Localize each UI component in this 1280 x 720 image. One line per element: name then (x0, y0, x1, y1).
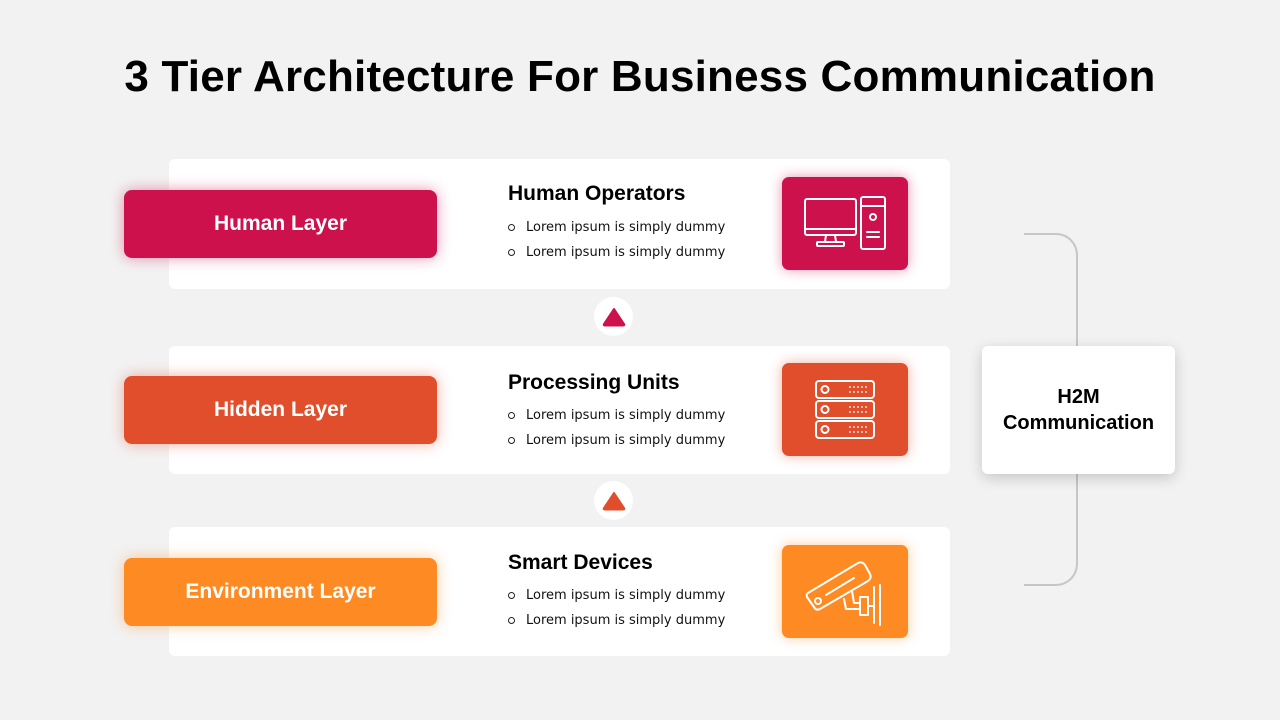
page-title: 3 Tier Architecture For Business Communi… (124, 52, 1156, 101)
layer-label-hidden: Hidden Layer (124, 376, 437, 444)
tier-heading: Human Operators (508, 182, 686, 205)
security-camera-icon (805, 560, 881, 626)
connector-circle (594, 481, 633, 520)
bullet-item: Lorem ipsum is simply dummy (508, 215, 725, 240)
bullet-item: Lorem ipsum is simply dummy (508, 240, 725, 265)
h2m-label-line1: H2M (1057, 386, 1100, 408)
h2m-label-line2: Communication (1002, 412, 1155, 434)
bullet-item: Lorem ipsum is simply dummy (508, 583, 725, 608)
connector-circle (594, 297, 633, 336)
up-arrow-icon (602, 491, 625, 510)
layer-label-human: Human Layer (124, 190, 437, 258)
tier-bullet-list: Lorem ipsum is simply dummy Lorem ipsum … (508, 583, 725, 633)
tier-bullet-list: Lorem ipsum is simply dummy Lorem ipsum … (508, 215, 725, 265)
tier-heading: Processing Units (508, 371, 680, 394)
bullet-item: Lorem ipsum is simply dummy (508, 428, 725, 453)
layer-label-environment: Environment Layer (124, 558, 437, 626)
icon-box-human (782, 177, 908, 270)
tier-bullet-list: Lorem ipsum is simply dummy Lorem ipsum … (508, 403, 725, 453)
bullet-item: Lorem ipsum is simply dummy (508, 608, 725, 633)
icon-box-hidden (782, 363, 908, 456)
bullet-item: Lorem ipsum is simply dummy (508, 403, 725, 428)
desktop-computer-icon (804, 195, 886, 250)
tier-heading: Smart Devices (508, 551, 653, 574)
icon-box-environment (782, 545, 908, 638)
up-arrow-icon (602, 307, 625, 326)
server-rack-icon (815, 379, 875, 439)
h2m-communication-box: H2M Communication (982, 346, 1175, 474)
